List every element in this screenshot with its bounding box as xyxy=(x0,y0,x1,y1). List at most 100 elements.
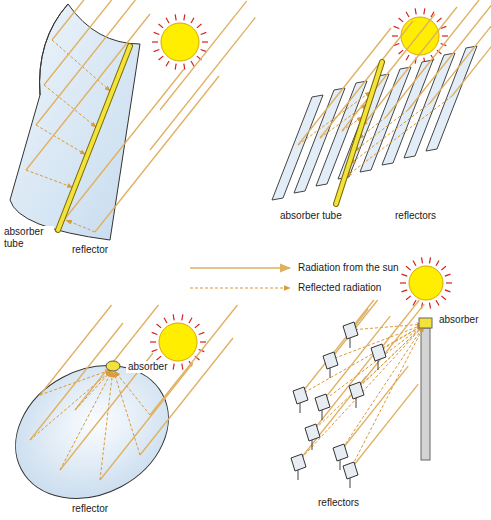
sun-radiation xyxy=(75,305,158,410)
sun-ray xyxy=(152,332,158,334)
heliostat xyxy=(371,344,386,370)
dish-reflector xyxy=(0,340,192,520)
reflected-radiation xyxy=(340,326,423,452)
sun-radiation xyxy=(95,76,219,232)
heliostat-mirror xyxy=(323,352,338,369)
heliostat xyxy=(349,382,364,408)
sun-radiation xyxy=(298,376,366,462)
sun-ray xyxy=(442,35,448,36)
sun-radiation xyxy=(150,305,237,415)
legend-sample xyxy=(190,287,290,288)
sun-radiation xyxy=(140,338,233,455)
absorber-tube-outline xyxy=(58,46,130,230)
sun-ray xyxy=(154,32,160,34)
sun-ray xyxy=(164,318,167,323)
trough-rim xyxy=(40,4,68,95)
sun-ray xyxy=(441,266,446,270)
reflected-radiation xyxy=(298,326,423,462)
part-label: reflectors xyxy=(393,210,438,222)
sun-ray xyxy=(445,274,451,276)
heliostat xyxy=(305,424,320,450)
absorber-tube-outline xyxy=(336,62,382,204)
sun-ray xyxy=(173,364,174,370)
sun-ray xyxy=(150,341,156,342)
sun-radiation xyxy=(408,0,491,110)
reflected-radiation xyxy=(114,372,140,455)
sun-ray xyxy=(406,12,409,17)
sun-ray xyxy=(406,296,411,300)
sun-ray xyxy=(175,14,176,20)
sun-ray xyxy=(184,64,185,70)
reflected-radiation xyxy=(60,372,112,470)
sun-ray xyxy=(436,300,439,305)
part-label: absorber tube xyxy=(278,210,344,222)
sun-ray xyxy=(424,8,425,14)
sun-ray xyxy=(446,282,452,283)
tower-absorber xyxy=(419,318,432,328)
reflected-radiation xyxy=(346,96,452,176)
heliostat-mirror xyxy=(343,462,358,479)
sun-ray xyxy=(182,364,183,370)
heliostat xyxy=(293,387,308,413)
sun-ray xyxy=(201,50,207,52)
sun-radiation xyxy=(100,363,193,480)
sun-radiation xyxy=(30,323,123,440)
sun-ray xyxy=(413,260,416,265)
sun-radiation xyxy=(60,69,184,225)
sun-radiation xyxy=(452,0,491,96)
sun-ray xyxy=(184,14,185,20)
heliostat-mirror xyxy=(315,394,330,411)
sun-disc xyxy=(159,323,197,361)
reflected-radiation xyxy=(312,326,423,432)
sun-radiation xyxy=(430,0,491,103)
reflected-radiation xyxy=(115,371,150,415)
heliostat-mirror xyxy=(293,387,308,404)
sun-ray xyxy=(166,18,169,23)
sun-radiation xyxy=(312,346,380,432)
part-label: absorber tube xyxy=(2,226,54,249)
sun-ray xyxy=(152,41,158,42)
heliostat xyxy=(343,462,358,488)
heliostat-mirror xyxy=(349,382,364,399)
sun-ray xyxy=(436,260,439,265)
sun-ray xyxy=(402,290,408,292)
sun-ray xyxy=(445,290,451,292)
heliostat xyxy=(343,322,358,348)
sun-ray xyxy=(175,64,176,70)
heliostat xyxy=(291,454,306,480)
sun-ray xyxy=(191,61,194,66)
legend-sample xyxy=(190,267,290,269)
heliostat-mirror xyxy=(343,322,358,339)
sun-ray xyxy=(415,8,416,14)
sun-ray xyxy=(406,55,409,60)
sun-radiation xyxy=(350,384,418,470)
heliostat-mirror xyxy=(371,344,386,361)
sun-ray xyxy=(399,18,404,22)
reflected-radiation xyxy=(100,372,113,480)
reflected-radiation xyxy=(75,371,111,410)
sun-ray xyxy=(394,26,400,28)
sun-ray xyxy=(421,257,422,263)
sun-ray xyxy=(429,257,430,263)
reflected-radiation xyxy=(350,327,424,470)
sun-disc xyxy=(409,266,443,300)
sun-ray xyxy=(200,341,206,342)
sun-ray xyxy=(429,303,430,309)
part-label: absorber xyxy=(126,361,169,373)
tower xyxy=(421,328,430,460)
sun-ray xyxy=(173,314,174,320)
heliostat-mirror xyxy=(291,454,306,471)
reflected-radiation xyxy=(36,125,85,154)
trough-reflector xyxy=(10,4,140,240)
sun-ray xyxy=(437,18,442,22)
heliostat xyxy=(323,352,338,378)
sun xyxy=(152,14,208,69)
sun-radiation xyxy=(150,17,255,150)
sun-ray xyxy=(191,18,194,23)
sun-ray xyxy=(157,356,162,360)
sun-radiation xyxy=(160,1,247,110)
dish-absorber xyxy=(106,361,120,371)
sun-ray xyxy=(441,296,446,300)
sun-ray xyxy=(400,282,406,283)
